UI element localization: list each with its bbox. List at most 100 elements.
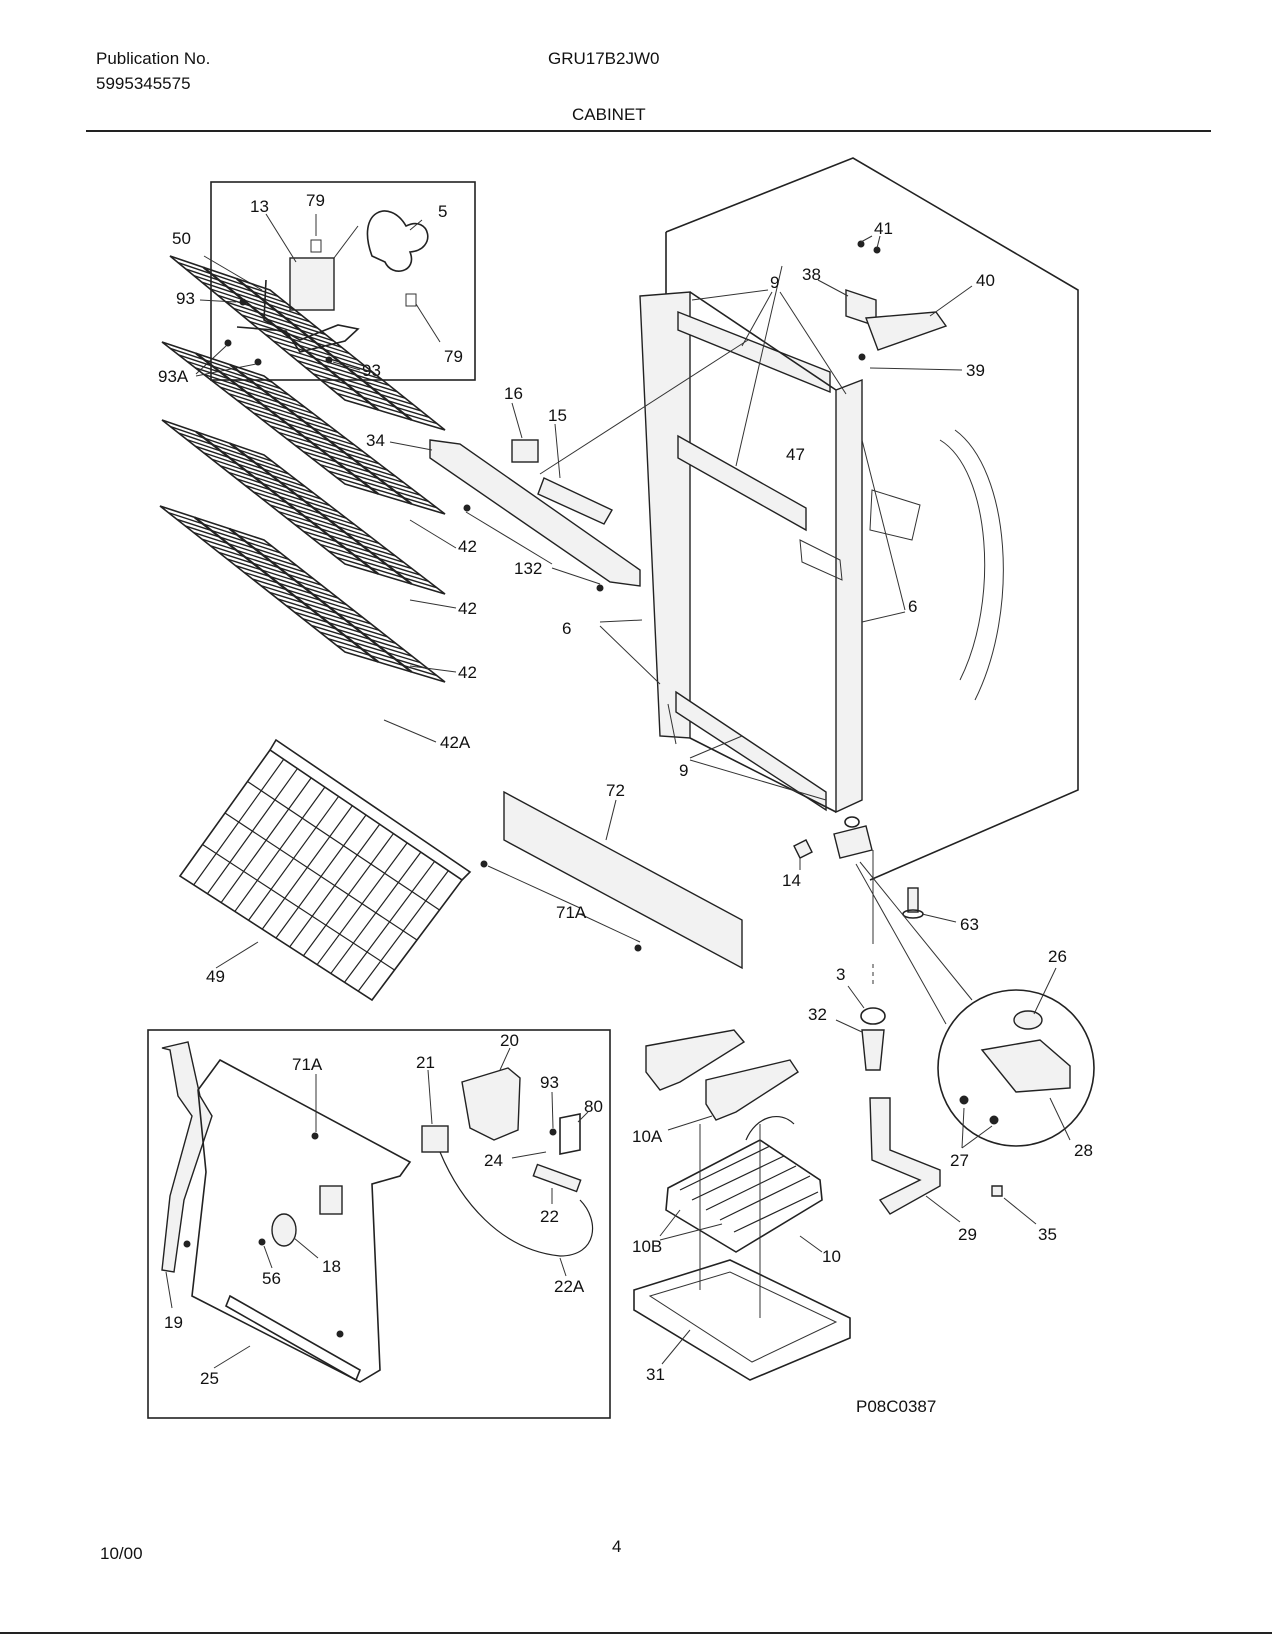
callout-132: 132 (514, 559, 542, 578)
callout-19: 19 (164, 1313, 183, 1332)
callout-79: 79 (306, 191, 325, 210)
shelf-wire (211, 380, 314, 415)
callout-42: 42 (458, 663, 477, 682)
grille-72 (503, 790, 743, 970)
shelf-wire (281, 346, 382, 380)
callout-50: 50 (172, 229, 191, 248)
light-assembly: 16 15 34 132 (366, 339, 749, 592)
callout-16: 16 (504, 384, 523, 403)
shelf-rail (235, 277, 413, 421)
shelf-wire (273, 340, 374, 374)
shelf-wire (253, 412, 355, 446)
publication-label: Publication No. (96, 49, 211, 68)
light-socket-16 (511, 439, 539, 463)
callout-56: 56 (262, 1269, 281, 1288)
callout-93: 93 (176, 289, 195, 308)
callout-71A: 71A (292, 1055, 323, 1074)
hinge-cap (844, 816, 860, 828)
callout-47: 47 (786, 445, 805, 464)
page-number: 4 (612, 1537, 622, 1556)
callout-14: 14 (782, 871, 801, 890)
shelf-wire (303, 530, 405, 564)
screw-27 (959, 1095, 969, 1105)
shelf-rail (202, 266, 380, 411)
shelf-wire (193, 274, 295, 310)
clip-22 (532, 1163, 582, 1193)
panel-channel (224, 1294, 362, 1382)
shelf-wire (195, 367, 298, 402)
callout-42A: 42A (440, 733, 471, 752)
callout-38: 38 (802, 265, 821, 284)
callout-79: 79 (444, 347, 463, 366)
shelf-wire (236, 399, 339, 434)
callout-41: 41 (874, 219, 893, 238)
shelf-rail (228, 527, 413, 673)
cover-20 (461, 1067, 521, 1141)
control-inset: 20 21 71A 93 80 24 22 22A 18 56 19 25 (147, 1029, 611, 1419)
lower-hinge: 14 63 3 32 26 27 28 29 35 (782, 816, 1095, 1244)
basket-wire (202, 843, 395, 971)
callout-6: 6 (908, 597, 917, 616)
shelf-rail (229, 442, 413, 585)
shelf-wire (294, 611, 396, 644)
basket-wire (224, 812, 418, 941)
inset-frame (147, 1029, 611, 1419)
footer-rule (0, 1632, 1272, 1634)
shelf-wire (220, 465, 322, 500)
shelf-wire (211, 458, 314, 494)
screw-56 (258, 1238, 266, 1246)
footer-date: 10/00 (100, 1544, 143, 1563)
shelf-wire (227, 558, 331, 593)
shelf-wire (220, 386, 322, 421)
shelf-wire (336, 476, 437, 509)
shelf-wire (170, 425, 273, 462)
shelf-wire (260, 584, 363, 619)
callout-3: 3 (836, 965, 845, 984)
hinge-40 (865, 311, 948, 351)
shelf-wire (244, 405, 347, 440)
grommet-top (310, 239, 322, 253)
shelf-wire (244, 484, 347, 519)
callout-22A: 22A (554, 1277, 585, 1296)
callout-49: 49 (206, 967, 225, 986)
shelf-rail (229, 363, 413, 505)
shelf-wire (257, 327, 358, 361)
hinge-lower (833, 825, 873, 859)
shelf-rail (195, 352, 380, 495)
callout-29: 29 (958, 1225, 977, 1244)
toe-grille: 72 71A (480, 781, 743, 970)
shelf-wire (286, 438, 388, 471)
shelf-wire (319, 631, 421, 664)
stop-14 (793, 839, 813, 859)
shelf-wire (249, 320, 350, 355)
capillary-22A (439, 1151, 594, 1257)
basket-outline (178, 748, 464, 1002)
shelf-wire (235, 565, 339, 599)
callout-5: 5 (438, 202, 447, 221)
shelf-wire (243, 571, 347, 606)
shelf-wire (320, 379, 422, 412)
callout-27: 27 (950, 1151, 969, 1170)
shelf-wire (327, 638, 429, 670)
screw-71A (634, 944, 642, 952)
drain-tube-29 (869, 1097, 941, 1215)
callout-21: 21 (416, 1053, 435, 1072)
callout-31: 31 (646, 1365, 665, 1384)
callout-24: 24 (484, 1151, 503, 1170)
shelf-wire (285, 604, 388, 638)
shelf-wire (228, 471, 331, 507)
shelf-wire (186, 438, 289, 475)
shelf-42 (169, 255, 446, 431)
shelf-wire (203, 452, 306, 488)
shelf-wire (319, 463, 421, 496)
shelf-wire (294, 444, 396, 478)
shelf-wire (278, 510, 380, 545)
shelf-42 (161, 419, 446, 595)
basket-49: 49 (178, 738, 472, 1002)
shelf-wire (233, 307, 334, 342)
callout-6: 6 (562, 619, 571, 638)
shelf-wire (185, 268, 287, 304)
callout-10A: 10A (632, 1127, 663, 1146)
light-cover-34 (429, 439, 641, 587)
cabinet-side-contour (939, 439, 986, 681)
